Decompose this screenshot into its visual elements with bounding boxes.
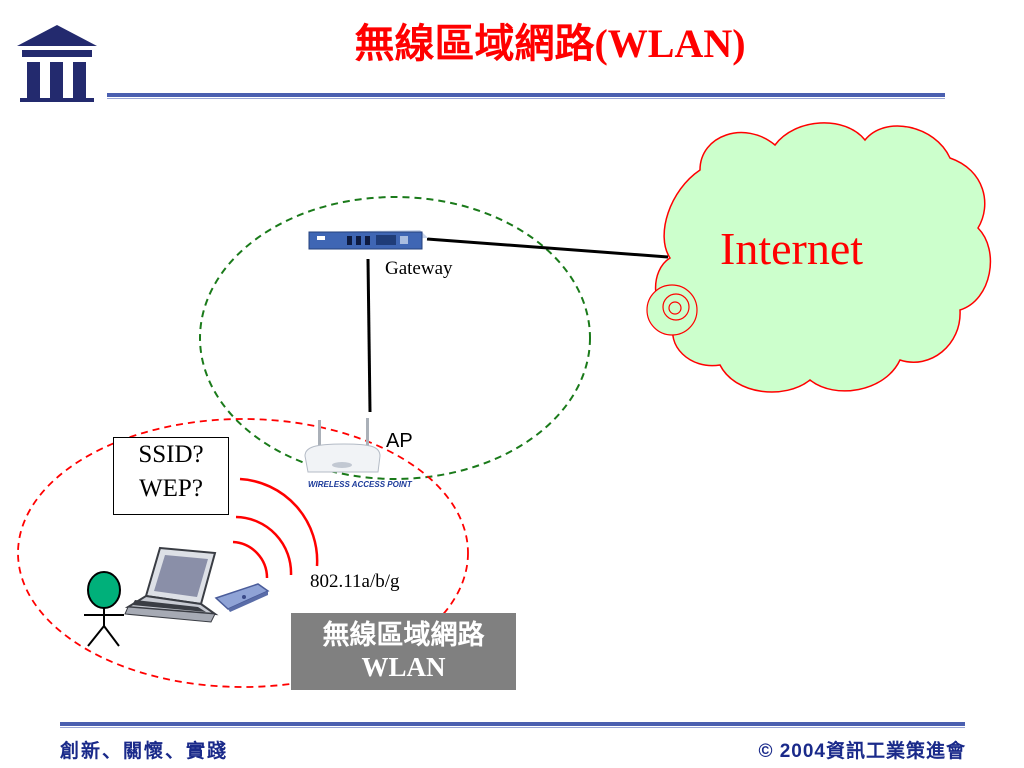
- wep-label: WEP?: [139, 475, 203, 502]
- ssid-label: SSID?: [138, 441, 204, 468]
- wlan-box: 無線區域網路 WLAN: [291, 613, 516, 690]
- title-underline: [107, 93, 945, 97]
- gateway-label: Gateway: [385, 258, 453, 279]
- gateway-zone-outline: [199, 196, 591, 480]
- cloud-tail-bubbles: [646, 284, 698, 336]
- footer-rule-shadow: [60, 727, 965, 728]
- wireless-signal-arcs: [232, 477, 319, 579]
- access-point-icon: [304, 418, 381, 473]
- standard-label: 802.11a/b/g: [310, 571, 400, 592]
- copyright-org: 資訊工業策進會: [825, 741, 966, 762]
- ap-device-caption: WIRELESS ACCESS POINT: [308, 480, 412, 489]
- copyright-year: © 2004: [758, 741, 826, 762]
- wireless-card-icon: [214, 583, 270, 612]
- footer-slogan: 創新、關懷、實踐: [60, 741, 229, 762]
- wlan-zone-outline: [17, 418, 469, 688]
- ap-label: AP: [386, 430, 413, 452]
- footer-rule: [60, 722, 965, 726]
- internet-label: Internet: [720, 223, 864, 274]
- title-underline-shadow: [107, 98, 945, 99]
- gateway-device-icon: [308, 230, 428, 250]
- laptop-icon: [124, 546, 219, 623]
- gateway-ap-link: [366, 258, 372, 413]
- ssid-wep-box: SSID? WEP?: [113, 437, 229, 515]
- institute-logo-icon: [17, 25, 97, 102]
- wlan-box-english-label: WLAN: [361, 652, 446, 682]
- user-stick-figure-icon: [84, 571, 124, 647]
- footer-copyright: © 2004資訊工業策進會: [758, 736, 966, 763]
- slide-title: 無線區域網路(WLAN): [354, 21, 746, 66]
- gateway-internet-link: [426, 237, 669, 259]
- wlan-box-chinese-label: 無線區域網路: [322, 620, 485, 650]
